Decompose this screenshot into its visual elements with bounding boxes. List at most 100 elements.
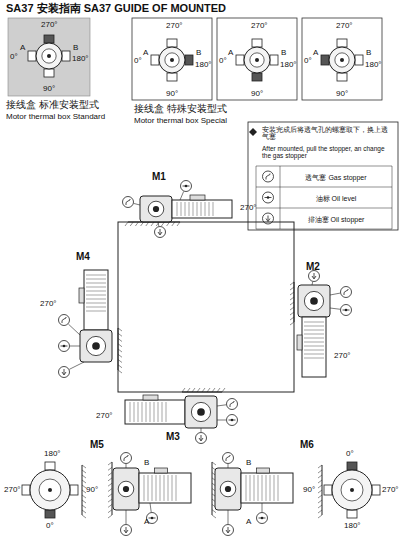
output-shaft (350, 488, 354, 492)
output-shaft (310, 297, 318, 305)
stopper-symbol (59, 362, 85, 378)
hatch-stroke (177, 222, 180, 226)
stopper-circle (181, 181, 192, 192)
hatch-stroke (82, 485, 86, 488)
cooling-fin (86, 311, 106, 312)
gas-stopper-glyph (126, 199, 131, 205)
gear-flange (42, 49, 56, 63)
cooling-fin (189, 202, 190, 216)
cooling-fin (86, 299, 106, 300)
cooling-fin (177, 202, 178, 216)
stopper-symbol (180, 181, 192, 201)
motor (241, 468, 293, 503)
hatch-stroke (118, 333, 122, 336)
output-bore (148, 201, 164, 217)
cooling-fin (144, 475, 145, 501)
stopper-circle (196, 433, 207, 444)
mounting-wall (82, 465, 86, 518)
mounting-position: M6 (300, 440, 314, 451)
leader-line (134, 203, 140, 205)
note-box (248, 122, 398, 230)
gear-flange (165, 53, 179, 67)
output-shaft (255, 58, 259, 62)
side-label: B (73, 44, 78, 52)
cooling-fin (130, 402, 131, 422)
stopper-symbol (123, 197, 141, 208)
gearbox (113, 468, 139, 510)
hatch-stroke (318, 510, 322, 513)
mounting-position: M2 (306, 262, 320, 273)
oil-level-glyph (61, 346, 68, 347)
stopper-symbol (121, 510, 132, 536)
cooling-fin (266, 475, 267, 501)
angle-label: 270° (251, 22, 268, 30)
motor-body (84, 270, 108, 330)
stopper-circle (123, 197, 134, 208)
cooling-fin (181, 202, 182, 216)
leader-line (68, 324, 80, 335)
angle-label: 90° (336, 90, 348, 98)
cooling-fin (250, 475, 251, 501)
cooling-fin (86, 291, 106, 292)
mounting-wall (118, 328, 122, 373)
side-label: B (196, 49, 201, 57)
cooling-fin (270, 475, 271, 501)
hatch-stroke (82, 465, 86, 468)
stopper-circle (59, 367, 70, 378)
cooling-fin (160, 475, 161, 501)
gearbox-housing (140, 196, 172, 222)
standard-panel (8, 18, 90, 96)
oil-level-dot (261, 517, 264, 520)
cooling-fin (134, 402, 135, 422)
leader-line (312, 282, 314, 285)
stopper-symbol (263, 171, 274, 182)
motor (172, 195, 232, 218)
legend-text: 排油塞 Oil stopper (288, 215, 384, 225)
cooling-fin (158, 402, 159, 422)
stopper-circle (257, 513, 268, 524)
gas-stopper-glyph (124, 455, 129, 461)
motor-body (125, 400, 185, 424)
cooling-fin (148, 475, 149, 501)
hatch-stroke (82, 490, 86, 493)
hatch-stroke (108, 499, 112, 502)
oil-stopper-glyph (226, 527, 230, 533)
gas-stopper-glyph (266, 174, 271, 180)
angle-label: 180° (195, 61, 212, 69)
hatch-stroke (82, 510, 86, 513)
gear-flange (341, 479, 363, 501)
hatch-stroke (318, 475, 322, 478)
cooling-fin (86, 307, 106, 308)
stopper-symbol (257, 503, 268, 524)
cooling-fin (278, 475, 279, 501)
hatch-stroke (318, 485, 322, 488)
stopper-circle (227, 399, 238, 410)
hatch-stroke (118, 344, 122, 347)
hatch-stroke (290, 282, 294, 285)
legend-text: 油标 Oil level (288, 194, 384, 204)
gas-stopper-glyph (226, 455, 231, 461)
output-shaft (92, 342, 100, 350)
mounting-wall (108, 462, 112, 518)
hatch-stroke (207, 388, 210, 392)
cooling-fin (254, 475, 255, 501)
stopper-symbol (217, 415, 238, 426)
motor-housing (244, 47, 270, 73)
side-label: A (143, 49, 148, 57)
motor-housing (30, 470, 70, 510)
stopper-symbol (217, 399, 238, 410)
cooling-fin (197, 202, 198, 216)
terminal-box (321, 55, 329, 65)
side-label: B (281, 49, 286, 57)
angle-label: 270° (41, 21, 58, 29)
cooling-fin (146, 402, 147, 422)
cooling-fin (262, 475, 263, 501)
leader-line (262, 503, 263, 512)
hatch-stroke (108, 489, 112, 492)
hatch-stroke (118, 365, 122, 368)
hatch-stroke (212, 462, 216, 465)
stopper-symbol (155, 222, 166, 238)
mounting-wall (318, 465, 322, 518)
stopper-circle (341, 287, 352, 298)
